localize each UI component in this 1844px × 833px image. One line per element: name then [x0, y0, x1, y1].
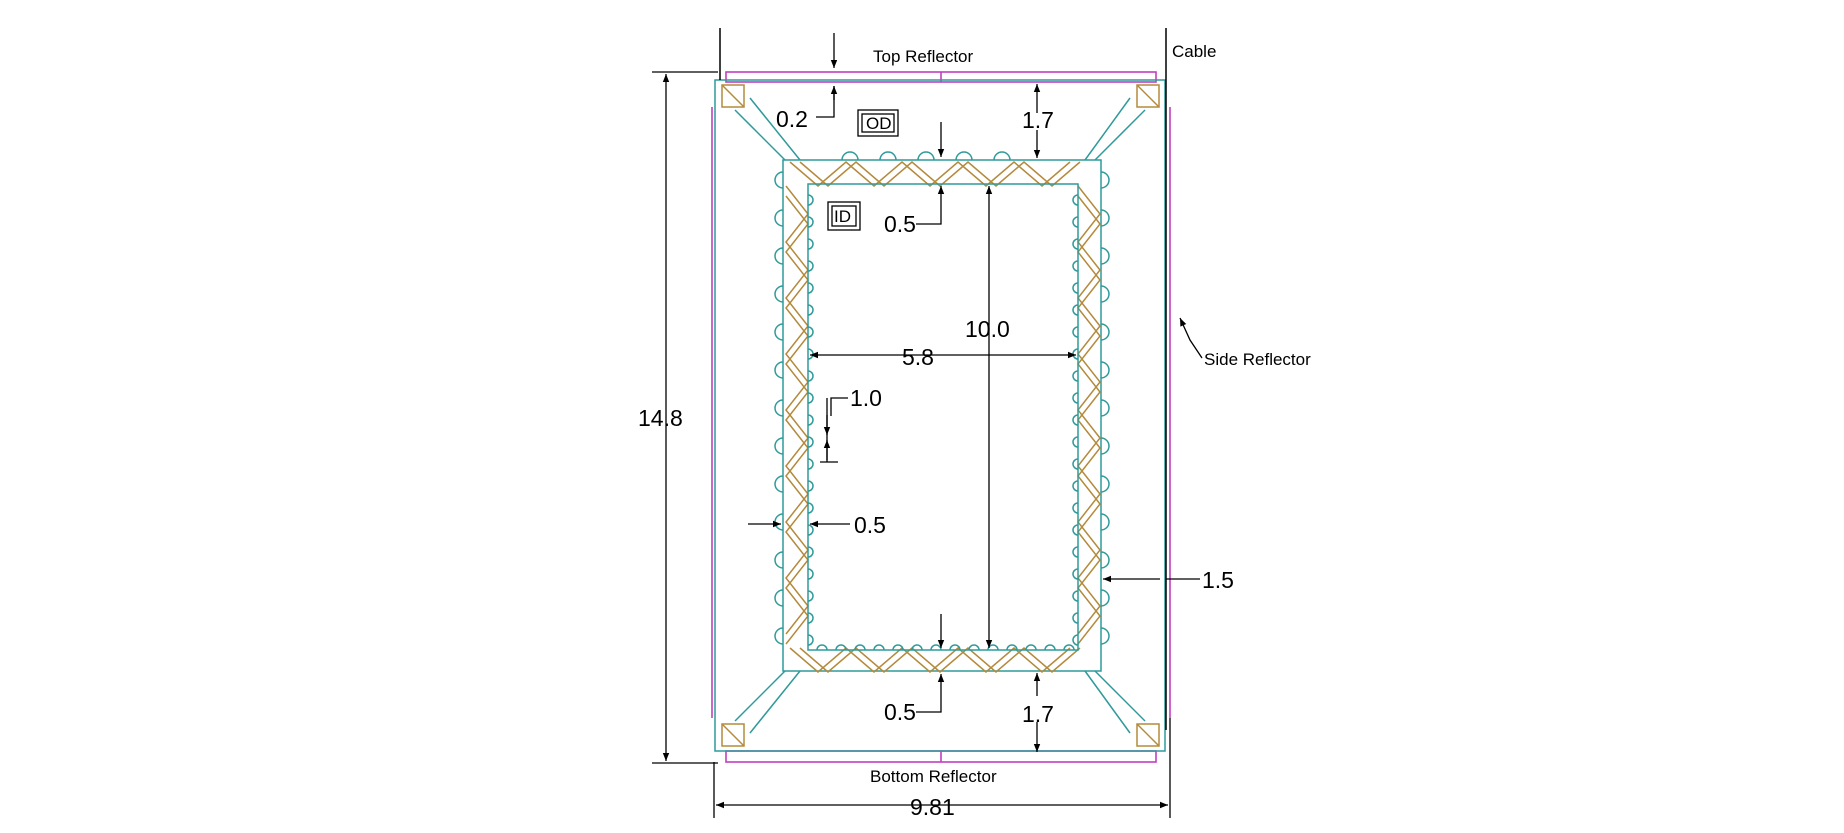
- top-gap-value: 0.2: [776, 106, 808, 132]
- id-top-value: 0.5: [884, 211, 916, 237]
- side-reflector-label: Side Reflector: [1204, 350, 1311, 369]
- pitch-value: 1.0: [850, 385, 882, 411]
- od-label-box: [857, 109, 899, 137]
- inner-height-value: 10.0: [965, 316, 1010, 342]
- inner-width-value: 5.8: [902, 344, 934, 370]
- id-boundary: [807, 183, 1079, 651]
- bottom-reflector-label: Bottom Reflector: [870, 767, 997, 786]
- od-boundary: [774, 151, 1110, 672]
- corner-blocks: [721, 84, 1160, 747]
- od-bottom-value: 1.7: [1022, 701, 1054, 727]
- id-label-box: [827, 201, 861, 231]
- side-thickness-value: 1.5: [1202, 567, 1234, 593]
- id-label: ID: [834, 207, 851, 226]
- side-gap-value: 0.5: [854, 512, 886, 538]
- od-top-value: 1.7: [1022, 107, 1054, 133]
- zigzag-winding: [785, 161, 1101, 673]
- top-reflector-label: Top Reflector: [873, 47, 973, 66]
- bottom-gap-value: 0.5: [884, 699, 916, 725]
- bottom-reflector: [725, 750, 1157, 763]
- overall-width-value: 9.81: [910, 794, 955, 820]
- overall-height-value: 14.8: [638, 405, 683, 431]
- od-label: OD: [866, 114, 892, 133]
- cable-line: [719, 28, 1167, 730]
- outer-frame: [714, 79, 1166, 752]
- cable-label: Cable: [1172, 42, 1216, 61]
